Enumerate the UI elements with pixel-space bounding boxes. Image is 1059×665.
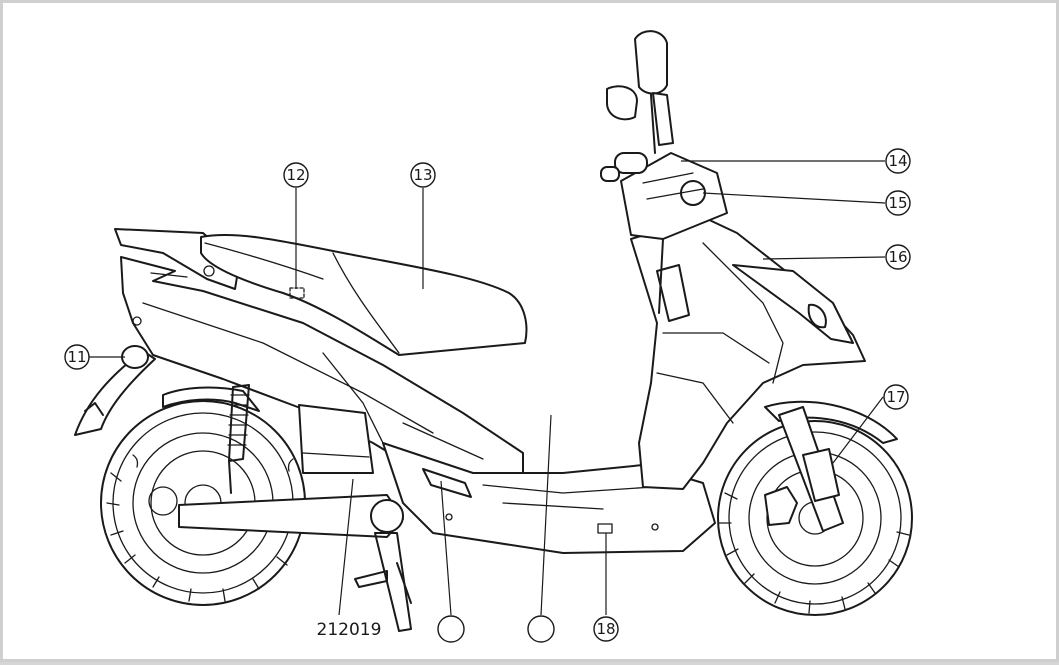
- leader-lines: [89, 160, 886, 616]
- callout-11: 11: [64, 344, 90, 370]
- kickstand: [354, 532, 412, 632]
- svg-text:16: 16: [888, 248, 907, 266]
- seat: [200, 233, 528, 356]
- callout-17: 17: [883, 384, 909, 410]
- callout-13: 13: [410, 162, 436, 188]
- callout-18: 18: [593, 616, 619, 642]
- bottom-label: 212019: [317, 620, 382, 640]
- svg-text:12: 12: [286, 166, 305, 184]
- svg-text:17: 17: [886, 388, 905, 406]
- svg-text:18: 18: [596, 620, 615, 638]
- callout-16: 16: [885, 244, 911, 270]
- callout-14: 14: [885, 148, 911, 174]
- tail-light: [121, 345, 149, 369]
- svg-text:14: 14: [888, 152, 907, 170]
- svg-text:11: 11: [67, 348, 86, 366]
- scooter-diagram: 11 12 13 14 15 16 17 18 212019: [64, 30, 913, 643]
- foot-peg: [422, 468, 472, 498]
- mirror: [606, 30, 674, 154]
- rear-shock: [227, 384, 250, 494]
- swing-arm: [148, 486, 404, 538]
- svg-text:13: 13: [413, 166, 432, 184]
- callout-15: 15: [885, 190, 911, 216]
- rear-fender: [74, 350, 260, 436]
- front-fork: [778, 406, 844, 532]
- handlebar: [600, 152, 728, 314]
- callout-19: [437, 615, 465, 643]
- front-body: [630, 216, 866, 490]
- callout-20: [527, 615, 555, 643]
- svg-text:15: 15: [888, 194, 907, 212]
- floorboard: [382, 442, 716, 554]
- under-seat-box: [298, 404, 374, 474]
- callout-12: 12: [283, 162, 309, 188]
